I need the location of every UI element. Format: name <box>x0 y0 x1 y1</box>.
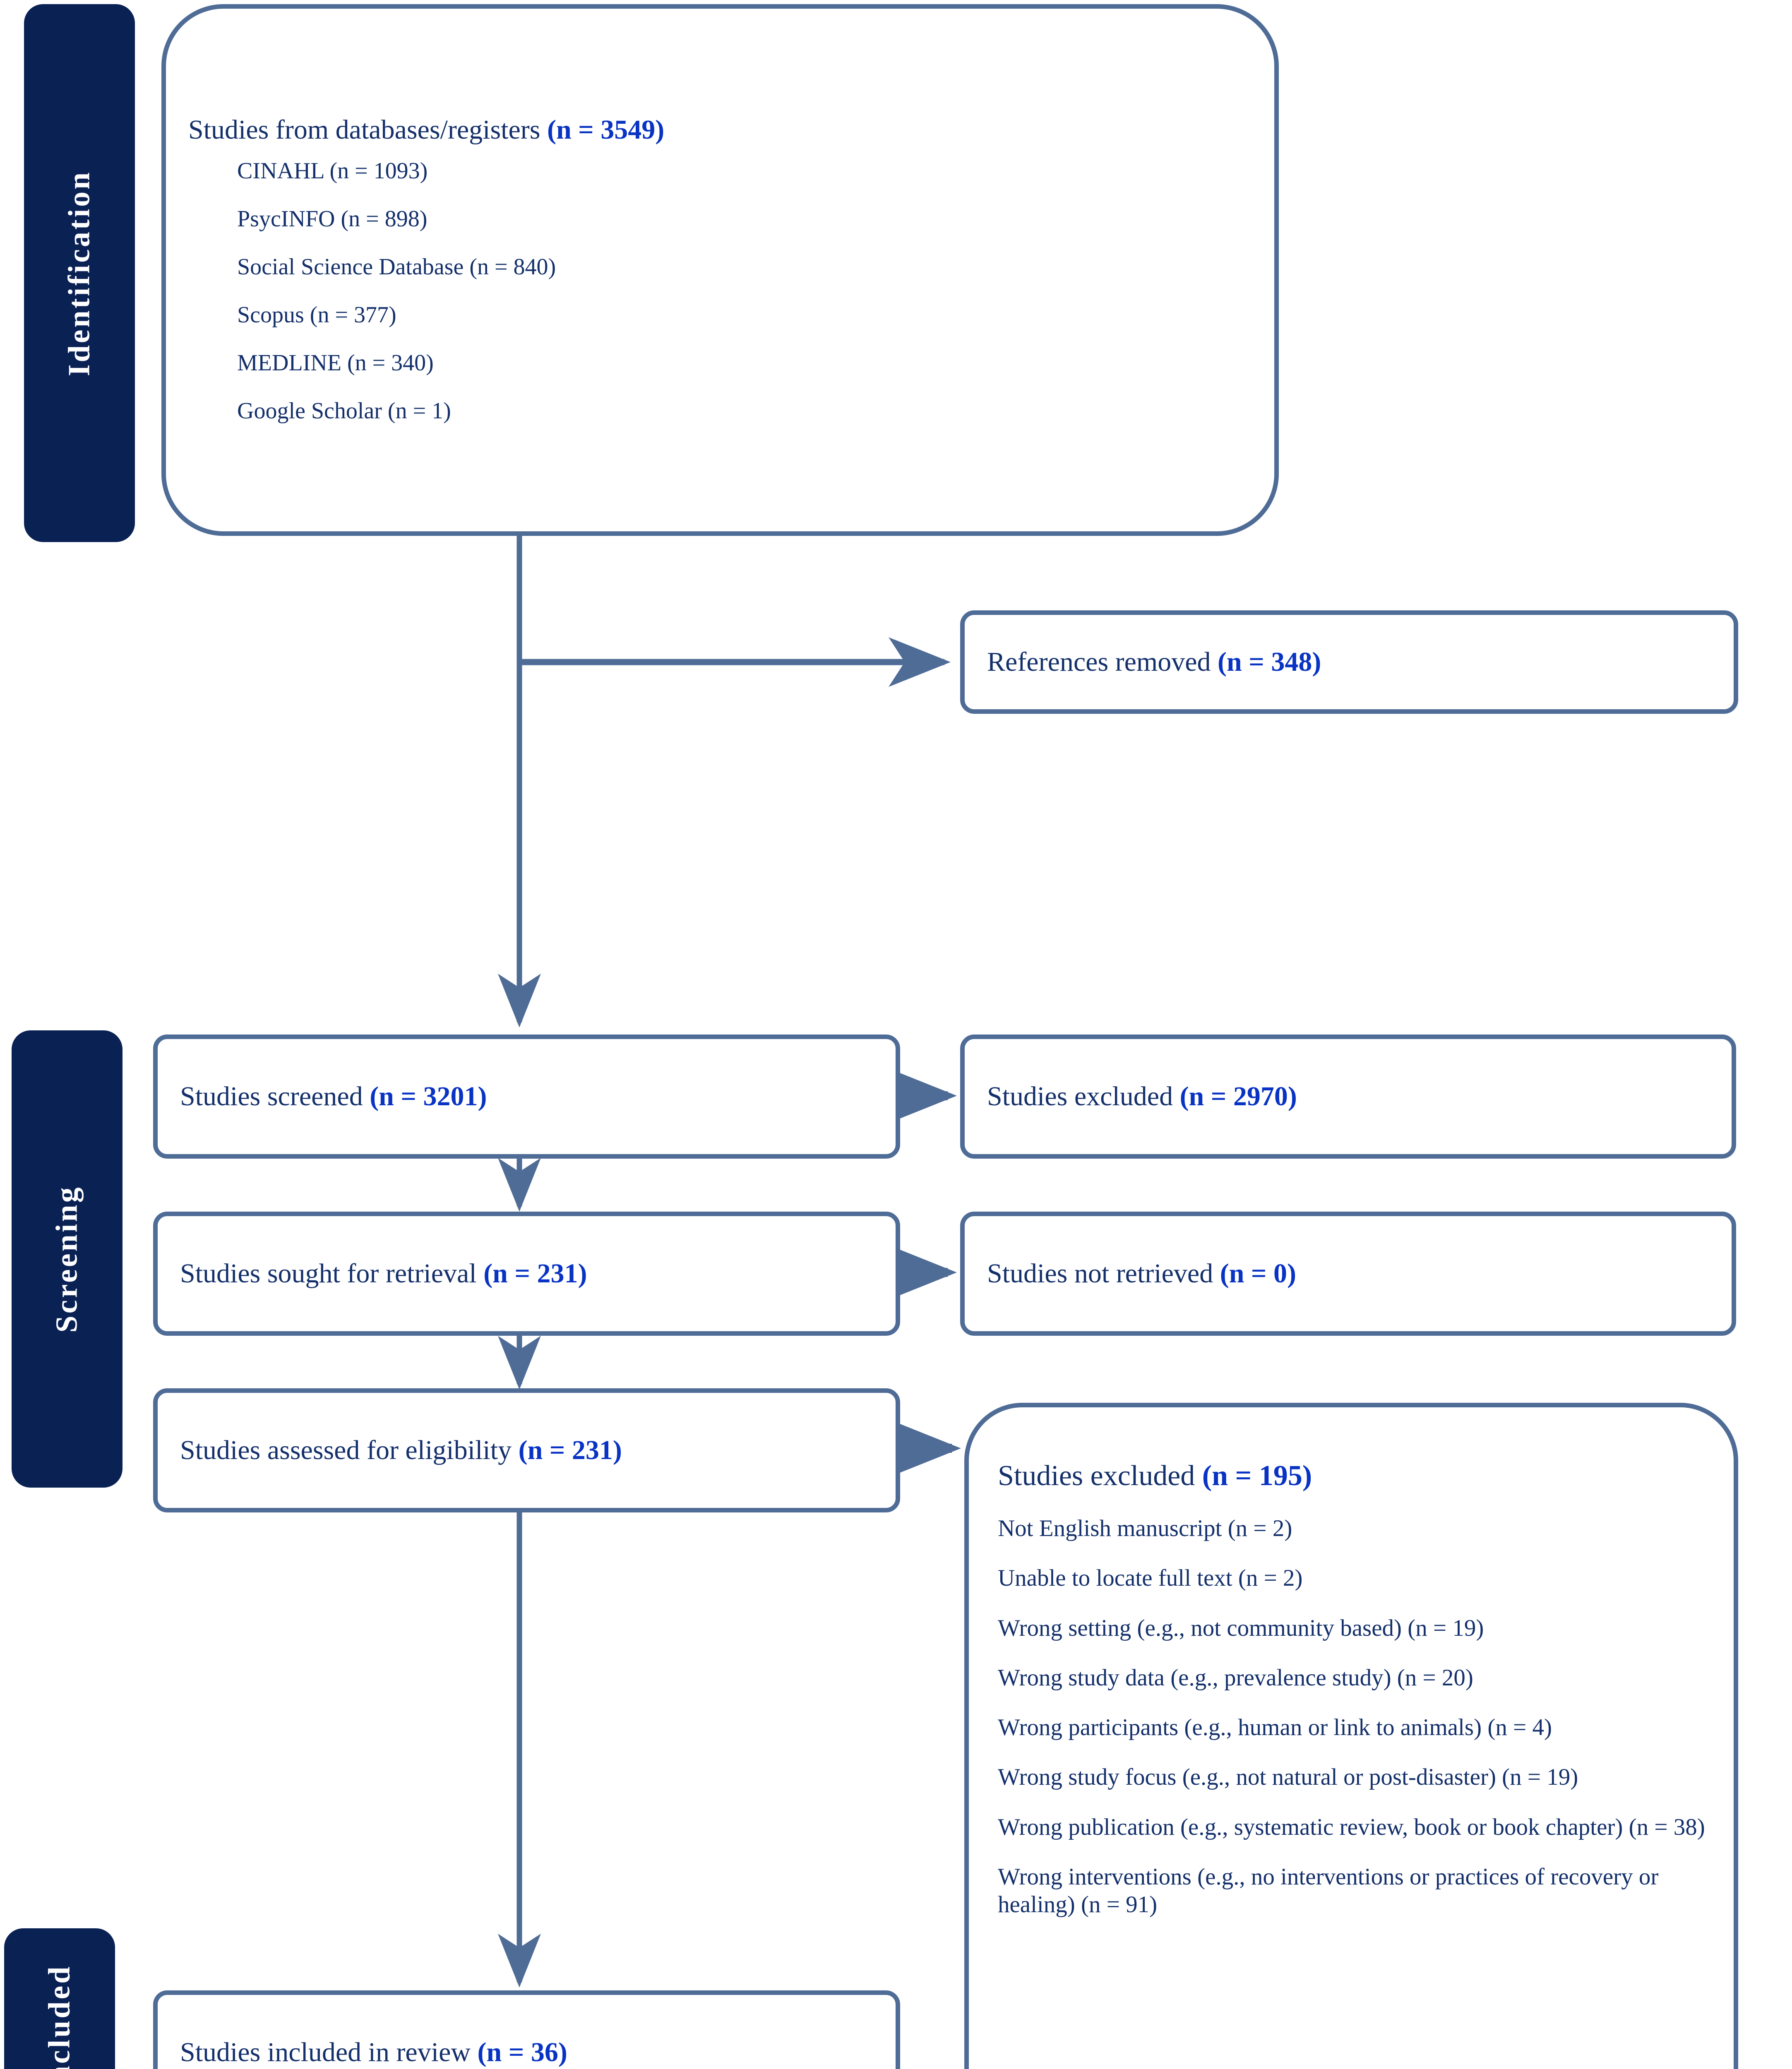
stage-label-screening: Screening <box>50 1185 84 1333</box>
studies-screened-title: Studies screened <box>180 1081 363 1112</box>
studies-excluded-screening-line: Studies excluded (n = 2970) <box>987 1083 1709 1110</box>
box-studies-included-in-review[interactable]: Studies included in review (n = 36) <box>153 1990 900 2069</box>
studies-sought-title: Studies sought for retrieval <box>180 1258 477 1289</box>
source-item-social-science-database: Social Science Database (n = 840) <box>237 254 556 280</box>
box-studies-excluded-screening[interactable]: Studies excluded (n = 2970) <box>960 1034 1736 1159</box>
reason-unable-to-locate-full-text: Unable to locate full text (n = 2) <box>998 1565 1303 1591</box>
references-removed-title: References removed <box>987 647 1211 677</box>
studies-sought-line: Studies sought for retrieval (n = 231) <box>180 1260 873 1287</box>
box-studies-from-databases[interactable]: Studies from databases/registers (n = 35… <box>161 4 1279 536</box>
source-item-medline: MEDLINE (n = 340) <box>237 350 434 376</box>
box-studies-not-retrieved[interactable]: Studies not retrieved (n = 0) <box>960 1212 1736 1336</box>
studies-excluded-screening-count: (n = 2970) <box>1179 1081 1297 1112</box>
stage-bar-screening: Screening <box>12 1030 123 1488</box>
source-list: CINAHL (n = 1093) PsycINFO (n = 898) Soc… <box>188 158 1252 424</box>
studies-assessed-line: Studies assessed for eligibility (n = 23… <box>180 1436 873 1464</box>
reason-wrong-participants: Wrong participants (e.g., human or link … <box>998 1714 1552 1740</box>
studies-not-retrieved-line: Studies not retrieved (n = 0) <box>987 1260 1709 1287</box>
source-item-scopus: Scopus (n = 377) <box>237 302 396 328</box>
source-item-cinahl: CINAHL (n = 1093) <box>237 158 428 184</box>
studies-assessed-title: Studies assessed for eligibility <box>180 1435 512 1466</box>
eligibility-excluded-reasons-list: Not English manuscript (n = 2) Unable to… <box>998 1515 1710 1918</box>
box-studies-sought-for-retrieval[interactable]: Studies sought for retrieval (n = 231) <box>153 1212 900 1336</box>
box-studies-excluded-eligibility[interactable]: Studies excluded (n = 195) Not English m… <box>964 1403 1738 2069</box>
source-item-psycinfo: PsycINFO (n = 898) <box>237 206 428 232</box>
source-box-count: (n = 3549) <box>547 114 665 145</box>
stage-label-included: Included <box>42 1964 77 2069</box>
box-references-removed[interactable]: References removed (n = 348) <box>960 610 1738 714</box>
source-box-title-line: Studies from databases/registers (n = 35… <box>188 116 1252 144</box>
stage-bar-identification: Identification <box>24 4 135 542</box>
studies-screened-count: (n = 3201) <box>370 1081 487 1112</box>
studies-included-count: (n = 36) <box>477 2037 567 2068</box>
references-removed-count: (n = 348) <box>1218 647 1321 677</box>
studies-sought-count: (n = 231) <box>483 1258 587 1289</box>
reason-wrong-study-data: Wrong study data (e.g., prevalence study… <box>998 1664 1473 1691</box>
studies-assessed-count: (n = 231) <box>518 1435 622 1466</box>
eligibility-excluded-title: Studies excluded <box>998 1460 1195 1492</box>
studies-included-line: Studies included in review (n = 36) <box>180 2038 873 2066</box>
reason-wrong-publication: Wrong publication (e.g., systematic revi… <box>998 1814 1705 1840</box>
reason-not-english: Not English manuscript (n = 2) <box>998 1515 1292 1541</box>
studies-not-retrieved-count: (n = 0) <box>1220 1258 1296 1289</box>
reason-wrong-study-focus: Wrong study focus (e.g., not natural or … <box>998 1764 1578 1791</box>
stage-label-identification: Identification <box>62 170 96 376</box>
eligibility-excluded-header: Studies excluded (n = 195) <box>998 1459 1710 1493</box>
studies-excluded-screening-title: Studies excluded <box>987 1081 1173 1112</box>
stage-bar-included: Included <box>4 1928 115 2069</box>
eligibility-excluded-count: (n = 195) <box>1202 1460 1312 1492</box>
reason-wrong-interventions: Wrong interventions (e.g., no interventi… <box>998 1863 1659 1918</box>
box-studies-screened[interactable]: Studies screened (n = 3201) <box>153 1034 900 1159</box>
studies-included-title: Studies included in review <box>180 2037 471 2068</box>
source-box-title: Studies from databases/registers <box>188 114 540 145</box>
studies-screened-line: Studies screened (n = 3201) <box>180 1083 873 1110</box>
box-studies-assessed-for-eligibility[interactable]: Studies assessed for eligibility (n = 23… <box>153 1388 900 1512</box>
studies-not-retrieved-title: Studies not retrieved <box>987 1258 1213 1289</box>
reason-wrong-setting: Wrong setting (e.g., not community based… <box>998 1615 1484 1641</box>
source-item-google-scholar: Google Scholar (n = 1) <box>237 398 451 424</box>
references-removed-line: References removed (n = 348) <box>987 648 1711 676</box>
